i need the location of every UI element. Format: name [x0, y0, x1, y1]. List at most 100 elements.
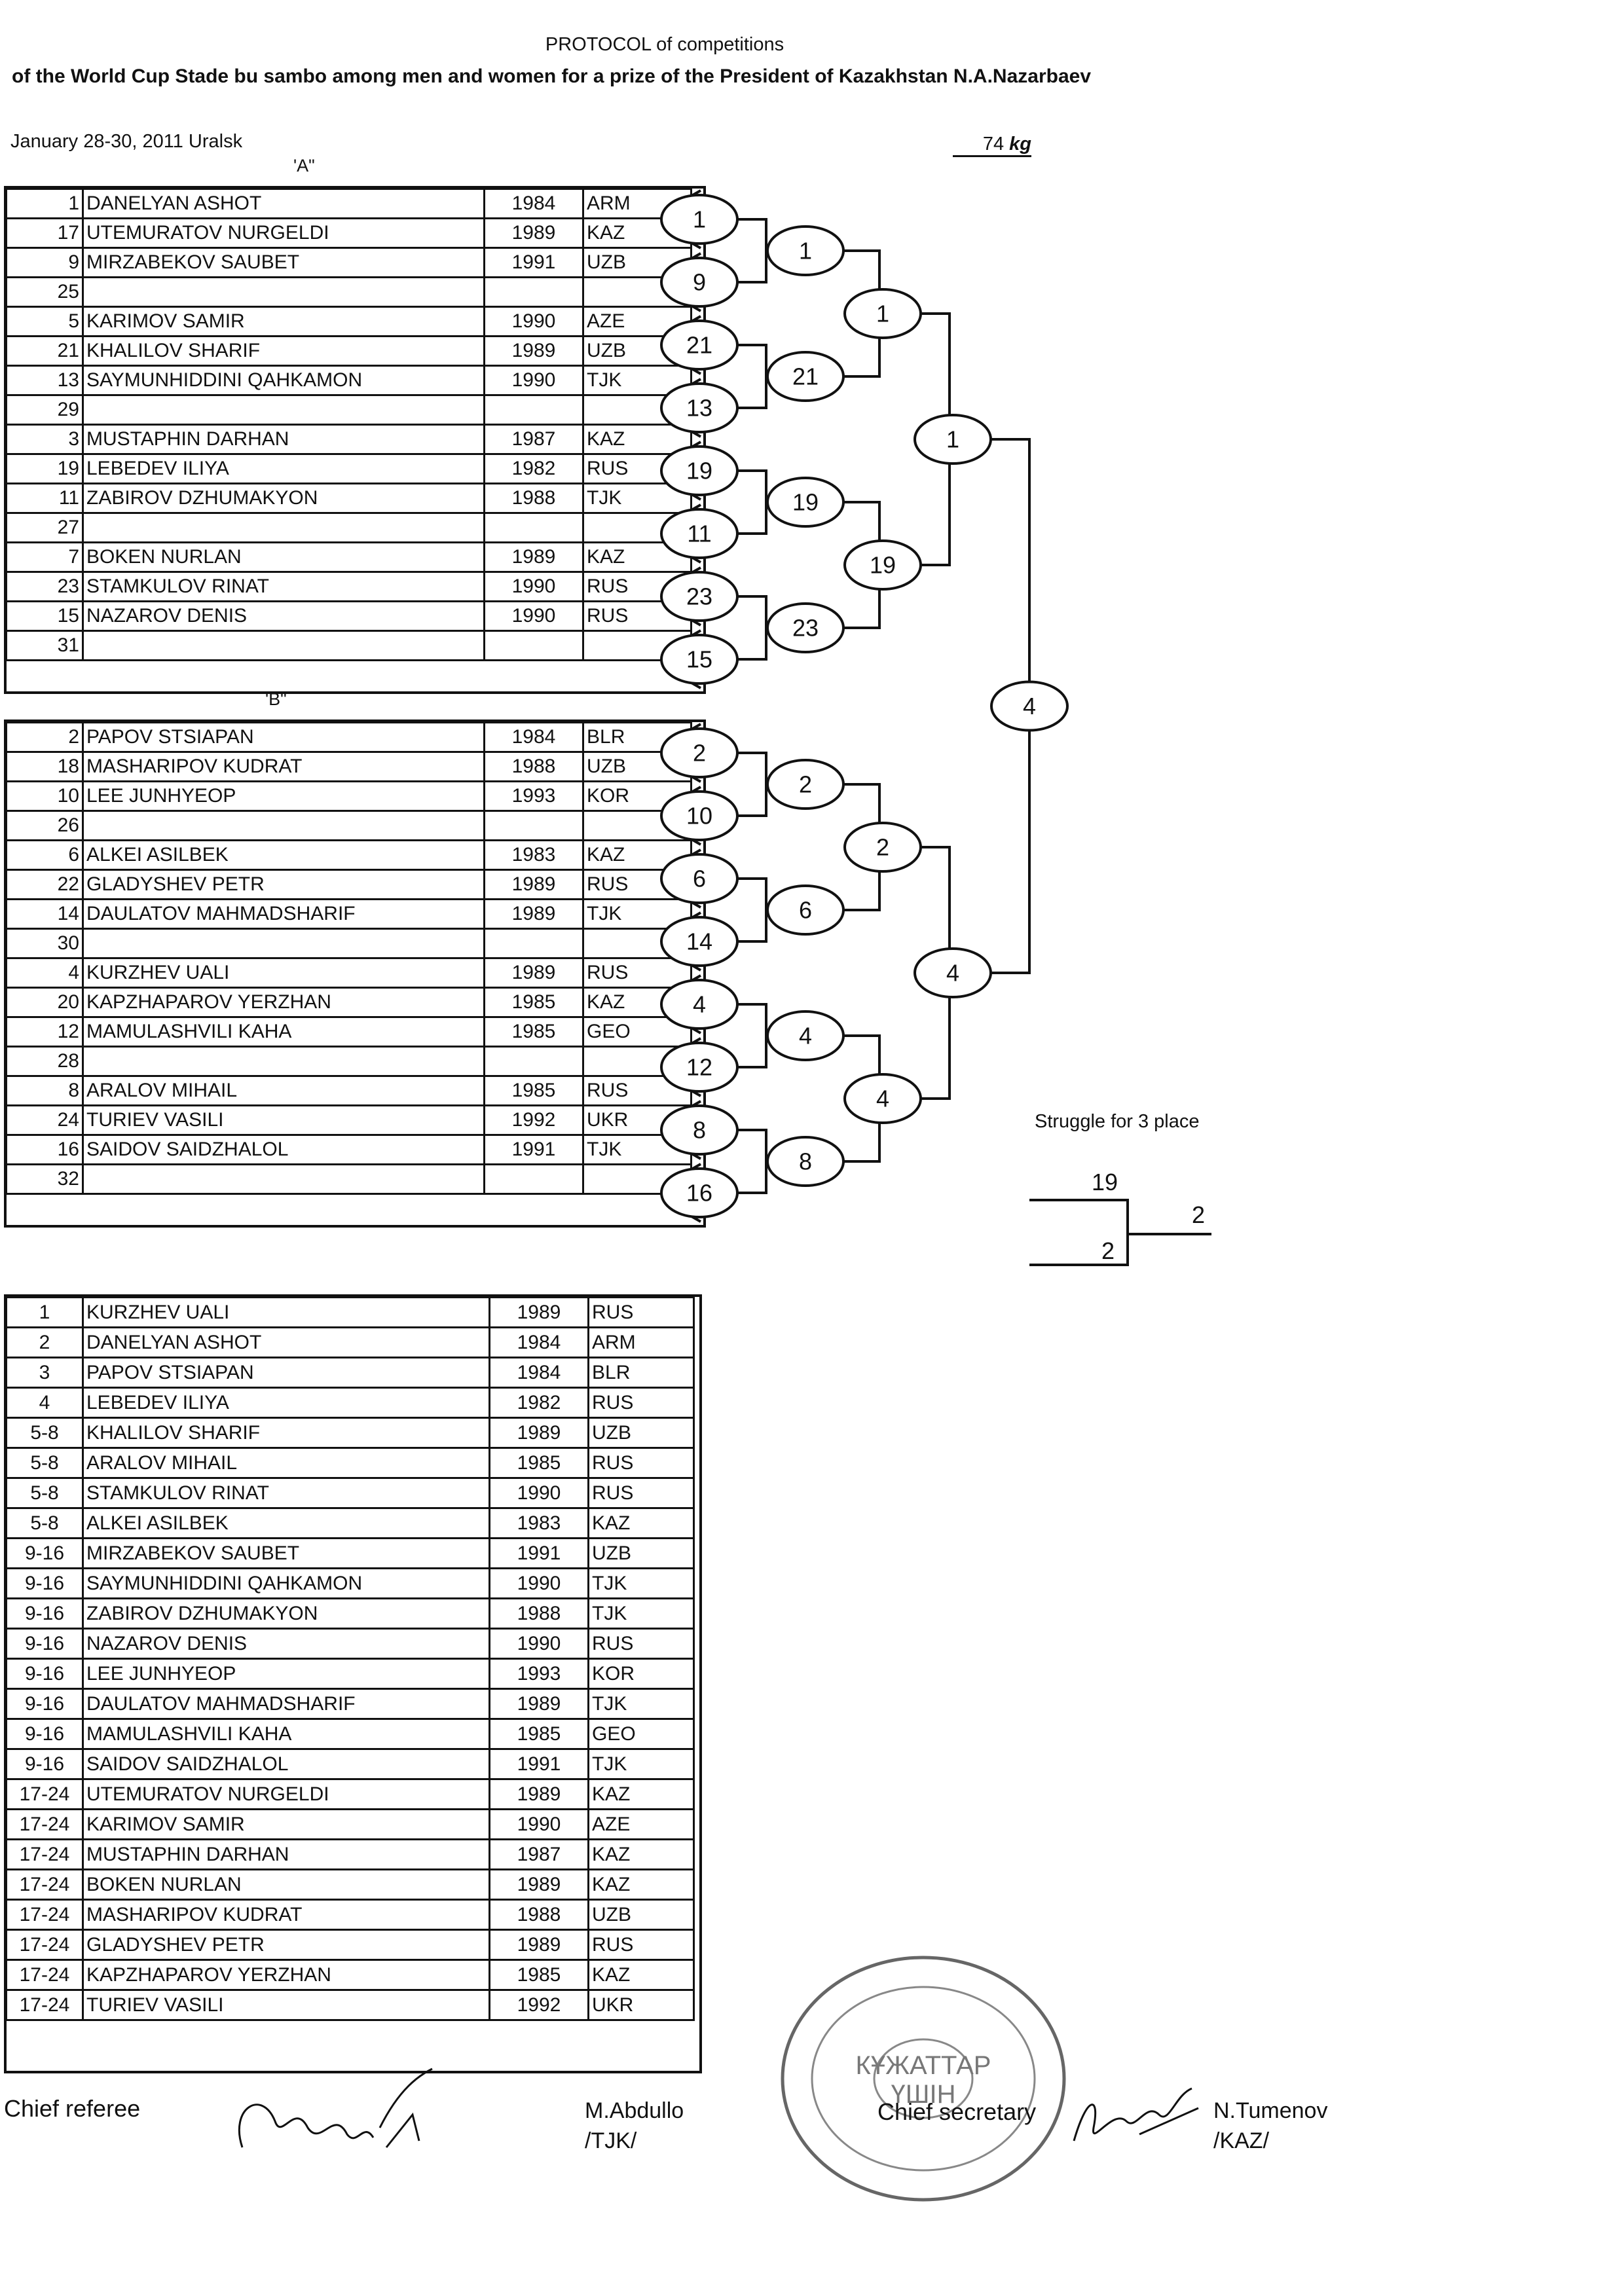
competitor-name: MAMULASHVILI KAHA: [82, 1718, 490, 1750]
competitor-name: DANELYAN ASHOT: [82, 1326, 490, 1358]
date-place: January 28-30, 2011 Uralsk: [10, 131, 243, 152]
bout-oval: [660, 257, 739, 308]
birth-year: [483, 1046, 584, 1077]
competitor-name: TURIEV VASILI: [82, 1104, 485, 1136]
birth-year: 1985: [489, 1447, 589, 1479]
competitor-name: KARIMOV SAMIR: [82, 306, 485, 337]
country-code: TJK: [587, 1688, 695, 1720]
competitor-name: GLADYSHEV PETR: [82, 869, 485, 900]
round1-bout: 10: [660, 790, 739, 841]
country-code: UZB: [587, 1537, 695, 1569]
country-code: TJK: [587, 1597, 695, 1630]
competitor-name: LEBEDEV ILIYA: [82, 453, 485, 484]
round1-bout: 1: [660, 194, 739, 245]
country-code: KAZ: [587, 1778, 695, 1810]
bout-winner-number: 4: [1023, 693, 1036, 720]
competitor-name: [82, 512, 485, 543]
final-bout: 4: [990, 680, 1069, 732]
birth-year: 1988: [483, 751, 584, 782]
competitor-name: BOKEN NURLAN: [82, 541, 485, 573]
bout-oval: [660, 508, 739, 559]
bout-winner-number: 6: [799, 897, 812, 924]
competitor-name: SAYMUNHIDDINI QAHKAMON: [82, 1567, 490, 1599]
country-code: RUS: [582, 600, 692, 632]
country-code: KAZ: [587, 1838, 695, 1870]
draw-number: 29: [5, 394, 84, 426]
place: 9-16: [5, 1567, 84, 1599]
country-code: TJK: [582, 483, 692, 514]
bout-winner-number: 1: [693, 206, 706, 233]
birth-year: [483, 630, 584, 661]
country-code: GEO: [587, 1718, 695, 1750]
competitor-name: DAULATOV MAHMADSHARIF: [82, 898, 485, 930]
round2-bout: 1: [766, 225, 845, 276]
birth-year: [483, 512, 584, 543]
bout-winner-number: 9: [693, 269, 706, 296]
draw-number: 22: [5, 869, 84, 900]
birth-year: 1985: [489, 1959, 589, 1991]
competitor-name: NAZAROV DENIS: [82, 600, 485, 632]
bout-oval: [660, 194, 739, 245]
birth-year: 1983: [483, 839, 584, 871]
competitor-row: 28: [5, 1046, 692, 1077]
competitor-name: SAIDOV SAIDZHALOL: [82, 1134, 485, 1165]
bout-oval: [766, 884, 845, 936]
place: 2: [5, 1326, 84, 1358]
birth-year: 1990: [483, 571, 584, 602]
birth-year: 1982: [489, 1387, 589, 1419]
place: 17-24: [5, 1959, 84, 1991]
competitor-name: [82, 630, 485, 661]
birth-year: 1989: [489, 1688, 589, 1720]
round2-bout: 4: [766, 1010, 845, 1061]
group-a-label: 'A": [293, 156, 315, 175]
round1-bout: 12: [660, 1042, 739, 1093]
chief-secretary-name: N.Tumenov: [1213, 2098, 1328, 2123]
country-code: RUS: [582, 1075, 692, 1106]
bout-oval: [660, 979, 739, 1030]
bout-oval: [766, 759, 845, 810]
birth-year: [483, 394, 584, 426]
bracket-line: [737, 344, 767, 409]
country-code: AZE: [582, 306, 692, 337]
bout-oval: [766, 602, 845, 653]
bout-oval: [766, 1010, 845, 1061]
place: 17-24: [5, 1868, 84, 1901]
bout-oval: [990, 680, 1069, 732]
competitor-name: [82, 810, 485, 841]
place: 9-16: [5, 1537, 84, 1569]
place: 5-8: [5, 1447, 84, 1479]
competitor-name: BOKEN NURLAN: [82, 1868, 490, 1901]
competitor-name: GLADYSHEV PETR: [82, 1929, 490, 1961]
bout-oval: [660, 790, 739, 841]
round1-bout: 21: [660, 319, 739, 371]
round2-bout: 19: [766, 477, 845, 528]
birth-year: 1991: [483, 1134, 584, 1165]
bronze-label: Struggle for 3 place: [1035, 1111, 1200, 1132]
country-code: RUS: [587, 1477, 695, 1509]
competitor-name: MUSTAPHIN DARHAN: [82, 1838, 490, 1870]
draw-number: 25: [5, 276, 84, 308]
bout-winner-number: 1: [799, 238, 812, 264]
place: 9-16: [5, 1597, 84, 1630]
draw-number: 24: [5, 1104, 84, 1136]
birth-year: 1991: [483, 247, 584, 278]
draw-number: 26: [5, 810, 84, 841]
bout-oval: [660, 1167, 739, 1218]
chief-referee-country: /TJK/: [585, 2128, 637, 2153]
draw-number: 11: [5, 483, 84, 514]
round1-bout: 15: [660, 634, 739, 685]
bout-oval: [660, 382, 739, 433]
competitor-name: KAPZHAPAROV YERZHAN: [82, 987, 485, 1018]
country-code: KAZ: [582, 424, 692, 455]
draw-number: 23: [5, 571, 84, 602]
chief-referee-label: Chief referee: [4, 2095, 141, 2122]
